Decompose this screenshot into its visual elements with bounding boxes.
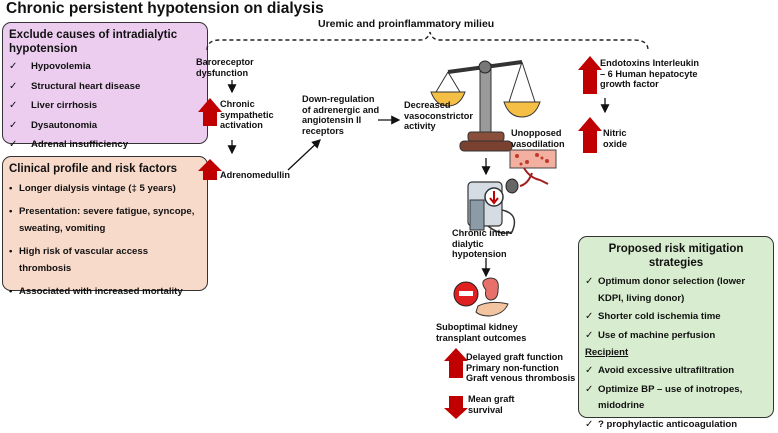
arrow-adreno-to-downreg	[288, 140, 320, 170]
endotoxins-label: Endotoxins Interleukin – 6 Human hepatoc…	[600, 58, 704, 90]
milieu-brace	[207, 32, 648, 50]
blood-pressure-monitor-icon	[468, 179, 518, 233]
increase-icon	[198, 98, 222, 126]
donor-strategies-list: Optimum donor selection (lower KDPI, liv…	[585, 274, 767, 344]
strategy-item: Shorter cold ischemia time	[585, 309, 767, 326]
graft-outcome-item: Delayed graft function	[466, 352, 575, 363]
graft-outcome-item: Primary non-function	[466, 363, 575, 374]
recipient-subheading: Recipient	[585, 346, 767, 360]
strategy-item: Avoid excessive ultrafiltration	[585, 363, 767, 380]
vasoconstrictor-label: Decreased vasoconstrictor activity	[404, 100, 478, 132]
increase-icon	[198, 159, 222, 180]
risk-mitigation-box: Proposed risk mitigation strategies Opti…	[578, 236, 774, 418]
milieu-label: Uremic and proinflammatory milieu	[318, 19, 494, 30]
risk-mitigation-heading: Proposed risk mitigation strategies	[585, 242, 767, 270]
graft-outcome-item: Graft venous thrombosis	[466, 373, 575, 384]
increase-icon	[578, 56, 602, 94]
strategy-item: ? prophylactic anticoagulation	[585, 417, 767, 433]
strategy-item: Optimum donor selection (lower KDPI, liv…	[585, 274, 767, 307]
interdialytic-hypotension-label: Chronic inter-dialytic hypotension	[452, 228, 530, 260]
rejected-kidney-transplant-icon	[454, 278, 508, 316]
decrease-icon	[444, 396, 468, 419]
vasodilation-label: Unopposed vasodilation	[511, 128, 567, 149]
adrenomedullin-label: Adrenomedullin	[220, 170, 290, 181]
strategy-item: Use of machine perfusion	[585, 328, 767, 345]
sympathetic-label: Chronic sympathetic activation	[220, 99, 282, 131]
mean-graft-survival-label: Mean graft survival	[468, 394, 518, 415]
nitric-oxide-label: Nitric oxide	[603, 128, 635, 149]
strategy-item: Optimize BP – use of inotropes, midodrin…	[585, 382, 767, 415]
transplant-outcomes-label: Suboptimal kidney transplant outcomes	[436, 322, 540, 343]
downregulation-label: Down-regulation of adrenergic and angiot…	[302, 94, 380, 136]
vessel-dilation-icon	[510, 150, 556, 186]
increase-icon	[578, 117, 602, 153]
baroreceptor-label: Baroreceptor dysfunction	[196, 57, 268, 78]
graft-outcomes-list: Delayed graft function Primary non-funct…	[466, 352, 575, 384]
recipient-strategies-list: Avoid excessive ultrafiltration Optimize…	[585, 363, 767, 433]
increase-icon	[444, 348, 468, 378]
